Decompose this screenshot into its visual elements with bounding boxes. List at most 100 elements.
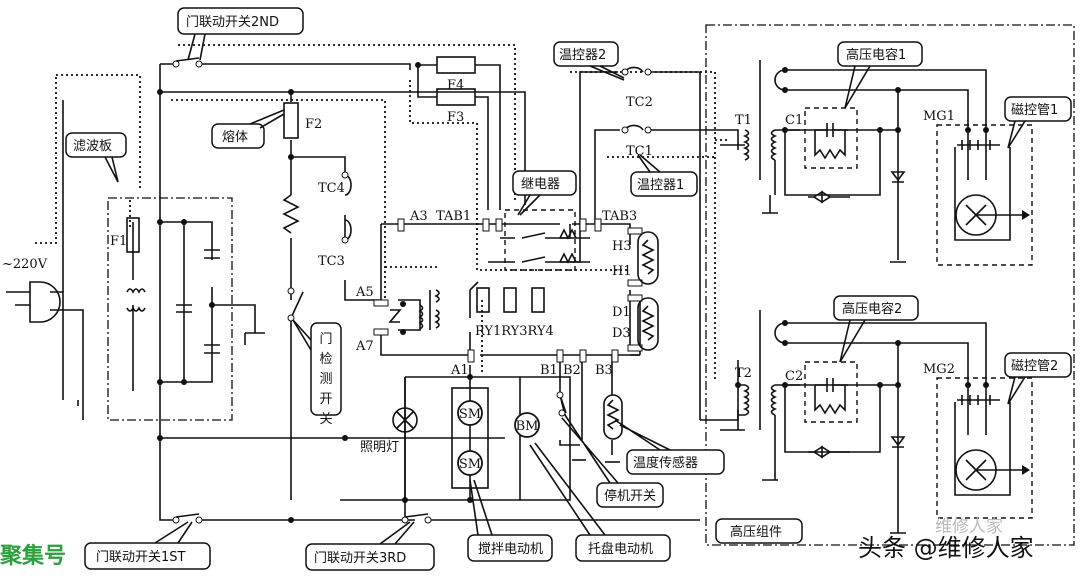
svg-text:F2: F2 [305,117,322,132]
callout-relay: 继电器 [512,170,577,216]
wiring [50,63,745,521]
callout-fuse: 熔体 [211,109,285,149]
svg-text:A7: A7 [355,339,374,354]
door-detect-switch [290,291,304,319]
watermark-right: 头条 @维修人家 [858,534,1034,562]
stirrer-motor-1: SM [457,400,483,426]
svg-text:A5: A5 [355,285,374,300]
svg-text:高压电容1: 高压电容1 [846,47,906,63]
door-switch-1st [172,513,203,524]
door-detect-switch-char: 关 [319,412,332,427]
relay-thermal [559,228,577,264]
fuse-f1 [126,217,140,253]
callout-stirrer-motor: 搅拌电动机 [467,479,553,562]
lamp-icon [392,407,418,433]
junctions [157,62,473,523]
svg-text:TC2: TC2 [626,95,653,110]
svg-text:TAB1: TAB1 [436,209,471,224]
turntable-motor: BM [514,412,540,438]
svg-text:温度传感器: 温度传感器 [633,455,698,471]
door-detect-switch-char: 检 [319,352,332,367]
svg-text:C2: C2 [785,369,803,384]
svg-text:托盘电动机: 托盘电动机 [588,541,653,557]
power-plug-icon [6,281,61,323]
svg-text:F3: F3 [447,110,464,125]
temperature-sensor [603,394,623,463]
callout-hv-assembly: 高压组件 [715,518,803,544]
door-switch-3rd [401,513,432,524]
choke-coil [126,288,146,312]
fuse-f4 [436,56,476,74]
small-transformer [418,304,424,330]
svg-text:TAB3: TAB3 [602,209,637,224]
relay-coil-ry4 [531,287,545,313]
svg-text:B2: B2 [563,363,581,378]
svg-text:磁控管1: 磁控管1 [1011,103,1058,118]
svg-text:H1: H1 [612,264,632,279]
filter-board-box [107,197,233,421]
door-detect-switch-char: 门 [319,332,332,347]
svg-text:~220V: ~220V [2,257,48,272]
svg-text:A1: A1 [450,363,469,378]
svg-text:RY1RY3RY4: RY1RY3RY4 [475,324,554,339]
heater-h [637,231,659,285]
svg-text:B3: B3 [595,363,613,378]
relay-coil-ry3 [503,287,517,313]
door-detect-switch-char: 开 [319,392,332,407]
hv-cap-1-box [804,107,858,169]
svg-text:SM: SM [459,407,481,422]
svg-text:TC1: TC1 [626,144,653,159]
callout-turntable-motor: 托盘电动机 [529,442,671,562]
svg-text:TC3: TC3 [318,254,345,269]
connectors [373,218,643,363]
stirrer-motor-box [451,387,489,489]
svg-text:门检测开关: 门检测开关 [319,332,332,427]
svg-text:滤波板: 滤波板 [73,139,112,154]
svg-text:F4: F4 [447,78,464,93]
hv-assembly-box [705,24,1075,546]
svg-text:温控器2: 温控器2 [559,48,606,63]
callout-door-switch-3rd: 门联动开关3RD [305,521,435,571]
magnetron-1-box [936,124,1033,266]
svg-text:磁控管2: 磁控管2 [1011,359,1058,374]
varistor [388,309,402,323]
svg-text:MG2: MG2 [923,362,955,377]
svg-text:D1: D1 [612,305,631,320]
relay-switch-ry1 [469,281,479,318]
relay-box [504,209,576,271]
transformer-t2 [735,310,987,528]
svg-text:继电器: 继电器 [521,177,560,192]
svg-text:高压电容2: 高压电容2 [842,301,902,317]
small-transformer-secondary [429,289,440,330]
svg-text:SM: SM [459,457,481,472]
svg-text:D3: D3 [612,326,631,341]
callout-stop-switch: 停机开关 [561,414,664,508]
svg-text:停机开关: 停机开关 [604,488,656,504]
svg-text:熔体: 熔体 [222,130,248,145]
fuse-f3 [436,88,476,106]
callout-door-switch-1st: 门联动开关1ST [84,521,211,570]
svg-text:MG1: MG1 [923,109,955,124]
svg-text:门联动开关3RD: 门联动开关3RD [314,551,406,566]
lamp-label: 照明灯 [360,440,399,455]
svg-text:T2: T2 [735,366,752,381]
relay-coil-ry1 [476,287,490,313]
svg-text:门联动开关1ST: 门联动开关1ST [96,550,186,565]
svg-text:F1: F1 [110,234,127,249]
door-detect-switch-char: 测 [319,372,332,387]
svg-text:温控器1: 温控器1 [637,178,684,193]
stirrer-motor-2: SM [457,450,483,476]
svg-text:A3: A3 [409,209,428,224]
hv-capacitor-2 [814,378,848,415]
thermostat-tc4-tc3 [344,174,352,241]
watermark-left: 聚集号 [0,543,66,569]
callout-filter-board: 滤波板 [65,132,127,183]
filter-capacitors [176,249,220,354]
heater-d [637,297,659,351]
callout-door-detect-switch: 门检测开关 [292,319,342,427]
transformer-t1 [742,60,987,245]
callout-thermostat-1: 温控器1 [630,154,698,197]
svg-text:门联动开关2ND: 门联动开关2ND [186,15,279,30]
callout-magnetron-2: 磁控管2 [1004,352,1072,405]
